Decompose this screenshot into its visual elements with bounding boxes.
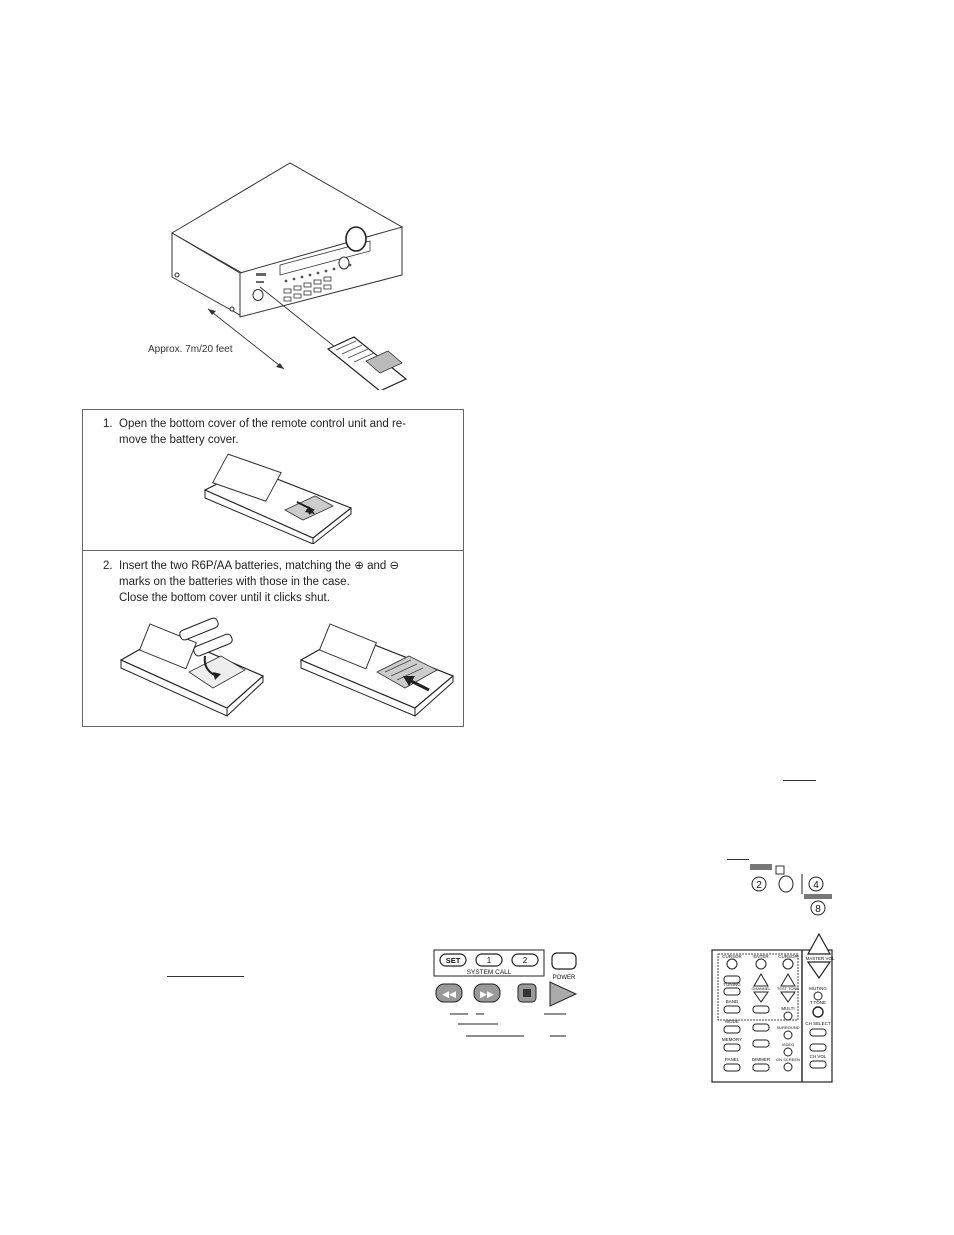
power-button[interactable]: [551, 952, 577, 970]
panel-button[interactable]: [723, 1063, 741, 1072]
on-screen-label: ON SCREEN: [776, 1057, 800, 1062]
system-call-2-button[interactable]: [511, 953, 539, 967]
rule-line: [783, 780, 816, 781]
channel-label: CHANNEL: [751, 986, 771, 991]
receiver-distance-illustration: [171, 162, 408, 390]
rewind-icon: ◀◀: [442, 989, 456, 999]
ch-vol-up-button[interactable]: [809, 1043, 827, 1052]
step-2-text: 2.Insert the two R6P/AA batteries, match…: [103, 560, 400, 604]
rewind-button[interactable]: [435, 983, 463, 1003]
key-8-label: 8: [815, 904, 821, 915]
t-tone-button[interactable]: [812, 1006, 824, 1018]
call-2-label: 2: [523, 956, 528, 965]
multi-button[interactable]: [783, 1011, 793, 1021]
fast-forward-icon: ▶▶: [480, 989, 494, 999]
stop-icon: [523, 989, 531, 997]
battery-instruction-box: 1.Open the bottom cover of the remote co…: [82, 409, 464, 727]
master-vol-label: MASTER VOL: [805, 956, 835, 961]
ch-select-button[interactable]: [809, 1028, 827, 1037]
call-1-label: 1: [487, 956, 492, 965]
enter-label: ENTER: [753, 954, 769, 959]
surround-label: SURROUND: [776, 1025, 799, 1030]
step-divider: [83, 550, 463, 551]
cursor-right-button[interactable]: [782, 958, 794, 970]
surround-button[interactable]: [783, 1030, 793, 1040]
fast-forward-button[interactable]: [473, 983, 501, 1003]
surround-down-button[interactable]: [752, 1023, 770, 1032]
step-number: 1.: [103, 418, 113, 430]
memory-button[interactable]: [723, 1043, 741, 1052]
enter-button[interactable]: [755, 958, 767, 970]
system-call-1-button[interactable]: [475, 953, 503, 967]
remote-top-keys-fragment: 2 4 8: [750, 864, 832, 916]
mode-label: MODE: [725, 1019, 739, 1024]
key-2-label: 2: [756, 880, 762, 891]
ch-vol-down-button[interactable]: [809, 1060, 827, 1069]
test-tone-label: TEST TONE: [777, 986, 800, 991]
insert-batteries-illustration: [119, 617, 265, 717]
t-tone-label: T.TONE: [810, 1000, 826, 1005]
close-cover-illustration: [299, 623, 455, 717]
set-label: SET: [446, 956, 461, 965]
key-4-label: 4: [813, 880, 819, 891]
cursor-left-button[interactable]: [726, 958, 738, 970]
rule-line: [167, 976, 244, 977]
tuning-label: TUNING: [723, 982, 741, 987]
set-button[interactable]: [439, 953, 467, 967]
ch-vol-label: CH VOL: [810, 1054, 827, 1059]
cursor-right-label: CURSOR: [778, 954, 798, 959]
dimmer-label: DIMMER: [752, 1057, 771, 1062]
step-number: 2.: [103, 560, 113, 572]
video-label: VIDEO: [782, 1042, 794, 1047]
rule-line: [727, 859, 749, 860]
battery-cover-illustration: [203, 453, 353, 544]
system-call-label: SYSTEM CALL: [467, 969, 512, 976]
step-1-text: 1.Open the bottom cover of the remote co…: [103, 418, 407, 446]
muting-label: MUTING: [809, 986, 827, 991]
video-button[interactable]: [752, 1039, 770, 1048]
mode-button[interactable]: [723, 1025, 741, 1034]
on-screen-button[interactable]: [783, 1062, 793, 1072]
power-label: POWER: [553, 975, 576, 981]
play-button[interactable]: [549, 981, 578, 1007]
distance-label: Approx. 7m/20 feet: [148, 344, 233, 355]
memory-label: MEMORY: [722, 1037, 742, 1042]
panel-label: PANEL: [725, 1057, 740, 1062]
cursor-left-label: CURSOR: [722, 954, 742, 959]
multi-label: MULTI: [781, 1006, 794, 1011]
surround-up-button[interactable]: [752, 1005, 770, 1014]
remote-keypad-illustration: SET 1 2 SYSTEM CALL POWER ◀◀ ▶▶: [433, 949, 578, 1037]
band-button[interactable]: [723, 1005, 741, 1014]
band-label: BAND: [726, 999, 739, 1004]
muting-button[interactable]: [813, 991, 823, 1001]
dimmer-button[interactable]: [752, 1063, 770, 1072]
tuning-down-button[interactable]: [723, 987, 741, 996]
video-select-button[interactable]: [783, 1047, 793, 1057]
remote-side-panel-illustration: MASTER VOL CURSOR ENTER CURSOR TUNING CH…: [711, 932, 835, 1083]
tuning-up-button[interactable]: [723, 975, 741, 984]
ch-select-label: CH SELECT: [805, 1021, 831, 1026]
